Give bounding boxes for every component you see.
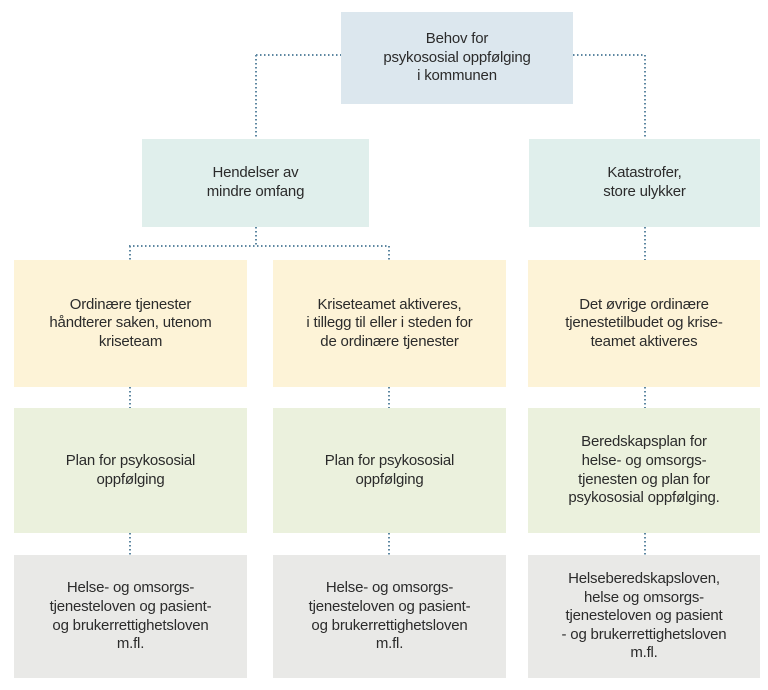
- node-col1-response-label: Ordinære tjenester håndterer saken, uten…: [49, 295, 212, 350]
- connector-col1-response-to-plan: [129, 387, 131, 408]
- node-col2-response: Kriseteamet aktiveres, i tillegg til ell…: [273, 260, 506, 387]
- node-col1-legal-basis: Helse- og omsorgs- tjenesteloven og pasi…: [14, 555, 247, 678]
- node-col3-plan: Beredskapsplan for helse- og omsorgs- tj…: [528, 408, 760, 533]
- node-col3-legal-basis-label: Helseberedskapsloven, helse og omsorgs- …: [561, 570, 727, 662]
- node-col3-response: Det øvrige ordinære tjenestetilbudet og …: [528, 260, 760, 387]
- connector-root-to-right-horizontal: [573, 54, 645, 56]
- node-col1-plan-label: Plan for psykososial oppfølging: [65, 451, 196, 488]
- node-col2-legal-basis: Helse- og omsorgs- tjenesteloven og pasi…: [273, 555, 506, 678]
- connector-col3-plan-to-law: [644, 533, 646, 555]
- connector-split-to-col1: [129, 246, 131, 260]
- connector-col2-response-to-plan: [388, 387, 390, 408]
- connector-root-to-right-vertical: [644, 55, 646, 139]
- node-root-label: Behov for psykososial oppfølging i kommu…: [383, 30, 531, 85]
- connector-col1-plan-to-law: [129, 533, 131, 555]
- connector-col2-plan-to-law: [388, 533, 390, 555]
- node-col3-legal-basis: Helseberedskapsloven, helse og omsorgs- …: [528, 555, 760, 678]
- node-col2-response-label: Kriseteamet aktiveres, i tillegg til ell…: [306, 295, 473, 350]
- connector-col3-response-to-plan: [644, 387, 646, 408]
- connector-root-to-left-horizontal: [256, 54, 341, 56]
- node-root: Behov for psykososial oppfølging i kommu…: [341, 12, 573, 104]
- node-branch-minor-events-label: Hendelser av mindre omfang: [206, 164, 305, 200]
- node-col1-plan: Plan for psykososial oppfølging: [14, 408, 247, 533]
- node-branch-catastrophes: Katastrofer, store ulykker: [529, 139, 760, 227]
- node-col3-plan-label: Beredskapsplan for helse- og omsorgs- tj…: [568, 433, 720, 507]
- node-col2-legal-basis-label: Helse- og omsorgs- tjenesteloven og pasi…: [308, 579, 471, 653]
- node-branch-catastrophes-label: Katastrofer, store ulykker: [603, 164, 686, 200]
- node-col2-plan: Plan for psykososial oppfølging: [273, 408, 506, 533]
- node-col2-plan-label: Plan for psykososial oppfølging: [324, 451, 455, 488]
- node-col1-response: Ordinære tjenester håndterer saken, uten…: [14, 260, 247, 387]
- connector-minor-branch-split: [129, 245, 389, 247]
- node-col1-legal-basis-label: Helse- og omsorgs- tjenesteloven og pasi…: [49, 579, 212, 653]
- connector-minor-branch-down: [255, 227, 257, 246]
- connector-root-to-left-vertical: [255, 55, 257, 139]
- node-branch-minor-events: Hendelser av mindre omfang: [142, 139, 369, 227]
- connector-split-to-col2: [388, 246, 390, 260]
- connector-major-branch-to-col3: [644, 227, 646, 260]
- node-col3-response-label: Det øvrige ordinære tjenestetilbudet og …: [565, 295, 723, 350]
